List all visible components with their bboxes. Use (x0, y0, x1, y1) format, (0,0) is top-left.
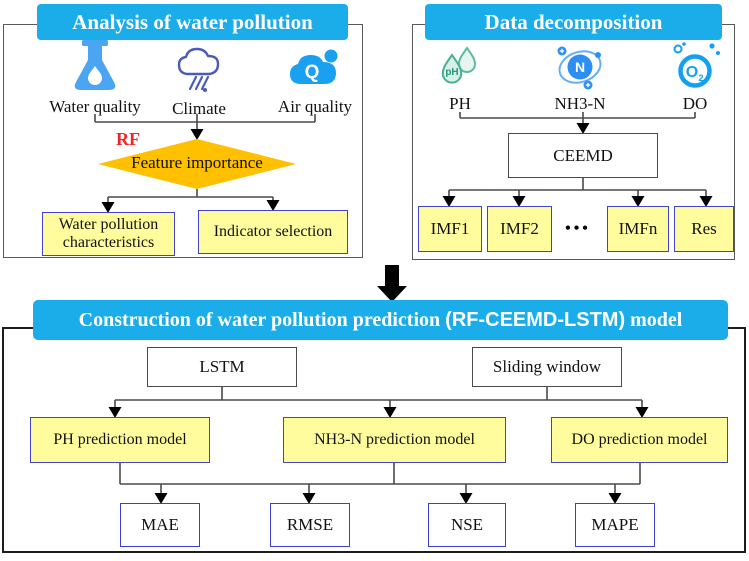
construction-title-suffix: model (625, 308, 683, 331)
nh3n-prediction-model-box: NH3-N prediction model (283, 417, 506, 463)
rf-label: RF (116, 129, 140, 149)
svg-text:2: 2 (698, 73, 703, 83)
ph-label: PH (449, 94, 471, 113)
lstm-box: LSTM (147, 347, 297, 387)
rmse-box: RMSE (270, 503, 350, 547)
feature-importance-label: Feature importance (131, 153, 263, 172)
construction-title-prefix: Construction of water pollution predicti… (78, 308, 446, 331)
indicator-selection-box: Indicator selection (198, 210, 348, 254)
decomposition-header: Data decomposition (425, 4, 722, 40)
sliding-window-box: Sliding window (472, 347, 622, 387)
climate-label: Climate (172, 99, 226, 118)
water-quality-label: Water quality (49, 97, 141, 116)
ph-prediction-model-box: PH prediction model (30, 417, 210, 463)
construction-title-acronym: (RF-CEEMD-LSTM) (445, 308, 626, 331)
ph-droplets-icon: pH (441, 46, 477, 84)
ellipsis-dots: ••• (565, 220, 591, 237)
nh3n-molecule-icon: N (557, 46, 602, 90)
big-down-arrow (377, 265, 407, 302)
analysis-header: Analysis of water pollution (37, 4, 348, 40)
mape-box: MAPE (575, 503, 655, 547)
svg-text:N: N (575, 59, 585, 75)
res-box: Res (674, 206, 734, 252)
mae-box: MAE (120, 503, 200, 547)
nse-box: NSE (428, 503, 506, 547)
svg-text:O: O (686, 64, 698, 81)
air-quality-cloud-icon: Q (290, 49, 338, 84)
do-prediction-model-box: DO prediction model (551, 417, 728, 463)
svg-text:pH: pH (445, 67, 458, 78)
nh3n-label: NH3-N (554, 94, 606, 113)
water-pollution-characteristics-box: Water pollution characteristics (42, 212, 175, 256)
svg-text:Q: Q (305, 62, 320, 83)
imf2-box: IMF2 (487, 206, 552, 252)
flask-icon (74, 40, 116, 90)
ceemd-box: CEEMD (508, 133, 658, 178)
rain-cloud-icon (177, 47, 220, 92)
do-label: DO (682, 94, 708, 113)
imf1-box: IMF1 (418, 206, 482, 252)
do-oxygen-icon: O 2 (673, 42, 720, 88)
air-quality-label: Air quality (277, 97, 353, 116)
imfn-box: IMFn (607, 206, 669, 252)
construction-header: Construction of water pollution predicti… (33, 300, 728, 340)
